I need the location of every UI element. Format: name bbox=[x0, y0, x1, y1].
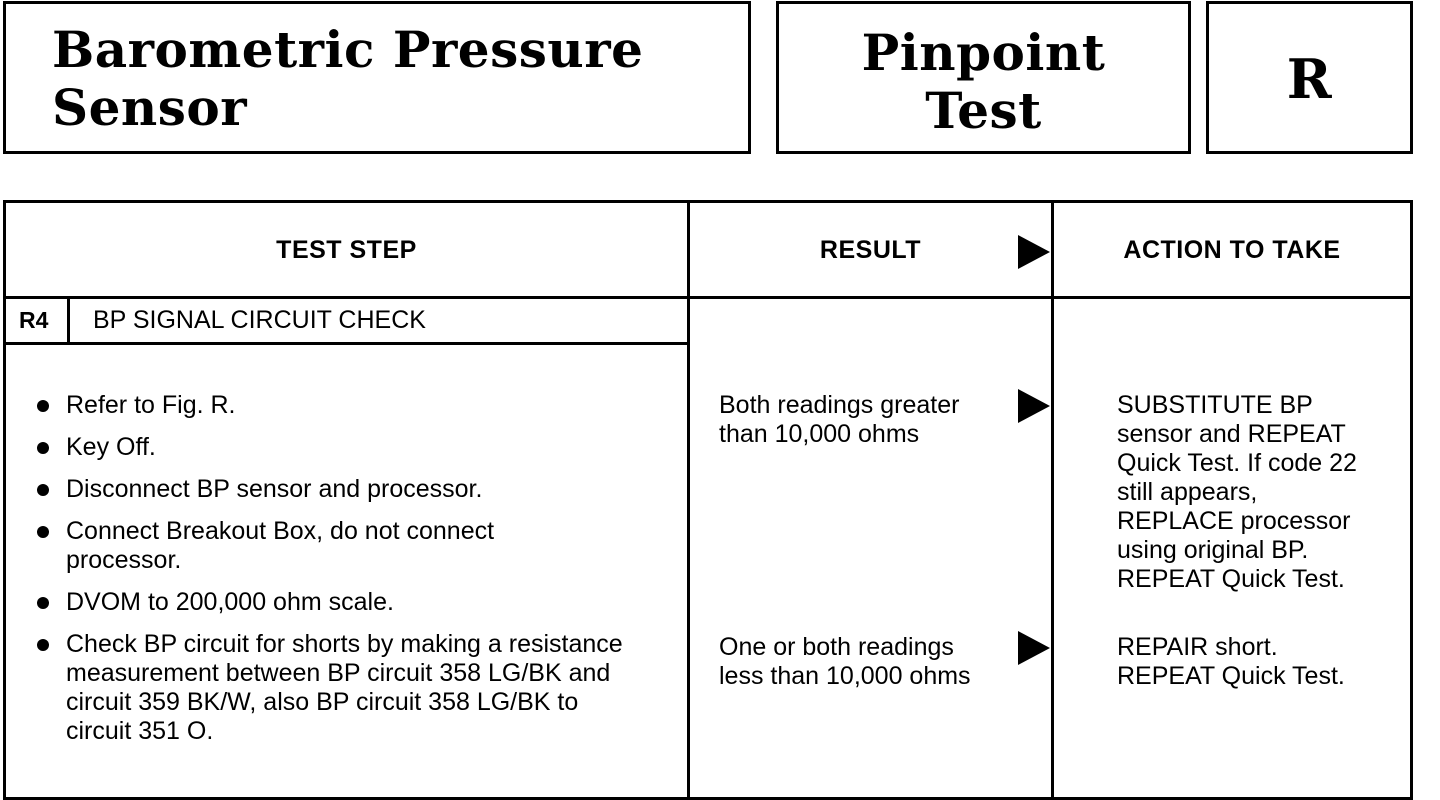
list-item: Connect Breakout Box, do not connect pro… bbox=[33, 517, 566, 575]
page-title: Barometric Pressure Sensor bbox=[52, 20, 644, 137]
result-text: One or both readings less than 10,000 oh… bbox=[719, 633, 971, 690]
column-header-result: RESULT bbox=[819, 236, 922, 264]
header-divider bbox=[6, 296, 1410, 299]
list-item: Check BP circuit for shorts by making a … bbox=[33, 630, 626, 746]
list-item: DVOM to 200,000 ohm scale. bbox=[33, 588, 673, 617]
title-box: Barometric Pressure Sensor bbox=[3, 1, 751, 154]
column-header-test-step: TEST STEP bbox=[276, 236, 417, 264]
column-divider bbox=[687, 203, 690, 797]
column-header-action: ACTION TO TAKE bbox=[1123, 236, 1341, 264]
step-title-divider bbox=[6, 342, 687, 345]
result-text: Both readings greater than 10,000 ohms bbox=[719, 391, 960, 448]
test-table: TEST STEP RESULT ACTION TO TAKE R4 BP SI… bbox=[3, 200, 1413, 800]
list-item: Refer to Fig. R. bbox=[33, 391, 673, 420]
action-text: REPAIR short. REPEAT Quick Test. bbox=[1117, 633, 1345, 690]
step-id: R4 bbox=[6, 299, 70, 342]
test-letter: R bbox=[1286, 47, 1333, 111]
arrow-right-icon bbox=[1018, 235, 1050, 269]
arrow-right-icon bbox=[1018, 389, 1050, 423]
list-item: Disconnect BP sensor and processor. bbox=[33, 475, 673, 504]
test-type-label: Pinpoint Test bbox=[861, 23, 1106, 140]
step-title: BP SIGNAL CIRCUIT CHECK bbox=[93, 306, 426, 334]
column-divider bbox=[1051, 203, 1054, 797]
test-type-box: Pinpoint Test bbox=[776, 1, 1191, 154]
test-letter-box: R bbox=[1206, 1, 1413, 154]
arrow-right-icon bbox=[1018, 631, 1050, 665]
action-text: SUBSTITUTE BP sensor and REPEAT Quick Te… bbox=[1117, 391, 1357, 593]
list-item: Key Off. bbox=[33, 433, 673, 462]
instruction-list: Refer to Fig. R. Key Off. Disconnect BP … bbox=[33, 391, 673, 759]
